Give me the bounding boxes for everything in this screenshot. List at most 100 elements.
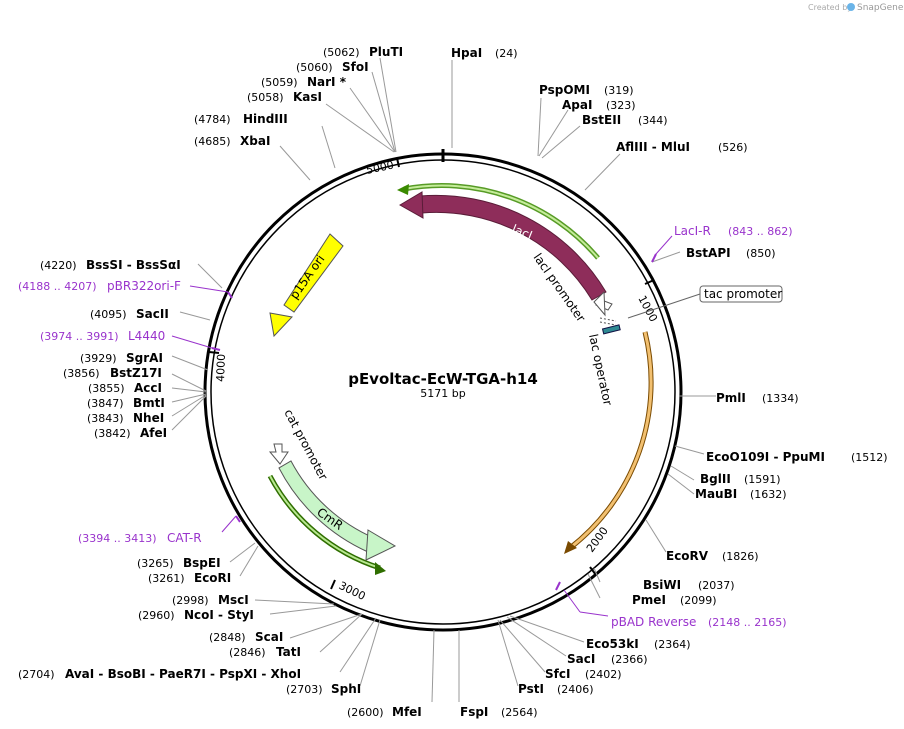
enzyme-AflIII-MluI: AflIII - MluI [616,140,690,154]
enzyme-TatI-pos: (2846) [229,646,266,659]
enzyme-SacI: SacI [567,652,595,666]
enzyme-NheI: NheI [133,411,164,425]
enzyme-EcoO109I-PpuMI: EcoO109I - PpuMI [706,450,825,464]
enzyme-SacI-pos: (2366) [611,653,648,666]
lac-operator-marker [601,324,621,335]
enzyme-MfeI: MfeI [392,705,422,719]
enzyme-NarI-pos: (5059) [261,76,298,89]
enzyme-PspOMI: PspOMI [539,83,590,97]
enzyme-TatI: TatI [276,645,301,659]
enzyme-MscI-pos: (2998) [172,594,209,607]
primer-pBR322ori-F: pBR322ori-F [107,279,181,293]
enzyme-SfoI: SfoI [342,60,369,74]
enzyme-BsiWI: BsiWI [643,578,681,592]
primer-marks [171,235,673,617]
enzyme-BmtI: BmtI [133,396,165,410]
enzyme-PmlI: PmlI [716,391,746,405]
enzyme-PmeI-pos: (2099) [680,594,717,607]
enzyme-PluTI-pos: (5062) [323,46,360,59]
enzyme-ApaI: ApaI [562,98,592,112]
enzyme-AccI: AccI [134,381,162,395]
p15A-ori-feature[interactable] [269,233,344,338]
enzyme-HindIII: HindIII [243,112,288,126]
enzyme-SgrAI: SgrAI [126,351,163,365]
enzyme-PmlI-pos: (1334) [762,392,799,405]
cmr-region-arrowhead [375,562,386,575]
cmr-region-arc-highlight [269,475,381,569]
enzyme-SgrAI-pos: (3929) [80,352,117,365]
primer-pBR322ori-F-pos: (4188 .. 4207) [18,280,97,293]
primer-LacI-R-pos: (843 .. 862) [728,225,793,238]
orange-arc [569,331,653,550]
credit-text: Created by [808,3,852,12]
enzyme-BstEII-pos: (344) [638,114,668,127]
enzyme-BstZ17I-pos: (3856) [63,367,100,380]
enzyme-SacII: SacII [136,307,169,321]
enzyme-MfeI-pos: (2600) [347,706,384,719]
enzyme-SfoI-pos: (5060) [296,61,333,74]
enzyme-BssSI: BssSI - BssSαI [86,258,181,272]
enzyme-NheI-pos: (3843) [87,412,124,425]
enzyme-FspI: FspI [460,705,488,719]
primer-CAT-R: CAT-R [167,531,202,545]
tac-promoter-marker [599,317,617,326]
enzyme-AfeI: AfeI [140,426,167,440]
enzyme-XbaI: XbaI [240,134,270,148]
orange-arrowhead [564,541,577,554]
snapgene-logo: SnapGene [847,3,904,13]
enzyme-PstI-pos: (2406) [557,683,594,696]
enzyme-labels-left: (2600) MfeI (2703) SphI (2704) AvaI - Bs… [18,45,422,719]
enzyme-SfcI: SfcI [545,667,570,681]
primer-L4440: L4440 [128,329,165,343]
plasmid-title: pEvoltac-EcW-TGA-h14 [348,370,538,388]
primer-LacI-R: LacI-R [674,224,711,238]
enzyme-PluTI: PluTI [369,45,403,59]
enzyme-MauBI: MauBI [695,487,737,501]
enzyme-NcoI-StyI: NcoI - StyI [184,608,254,622]
enzyme-BstAPI: BstAPI [686,246,731,260]
lacI-arrowhead [399,191,424,219]
enzyme-KasI-pos: (5058) [247,91,284,104]
enzyme-AflIII-MluI-pos: (526) [718,141,748,154]
enzyme-SfcI-pos: (2402) [585,668,622,681]
enzyme-BssSI-pos: (4220) [40,259,77,272]
enzyme-BspEI: BspEI [183,556,221,570]
enzyme-BstAPI-pos: (850) [746,247,776,260]
credit-brand: SnapGene [857,3,904,13]
enzyme-BstZ17I: BstZ17I [110,366,162,380]
CmR-arrowhead [365,529,397,561]
enzyme-HpaI: HpaI [451,46,482,60]
enzyme-NarI: NarI * [307,75,347,89]
enzyme-EcoRI: EcoRI [194,571,231,585]
enzyme-BglII: BglII [700,472,731,486]
enzyme-HindIII-pos: (4784) [194,113,231,126]
enzyme-labels-right: HpaI (24) PspOMI (319) ApaI (323) BstEII… [451,46,888,719]
enzyme-AvaI-group-pos: (2704) [18,668,55,681]
primer-L4440-pos: (3974 .. 3991) [40,330,119,343]
lacI-promoter-arrow [593,290,613,317]
tick-5000: 5000 [365,158,395,177]
tac-promoter-box: tac promoter [627,285,783,319]
enzyme-EcoO109I-PpuMI-pos: (1512) [851,451,888,464]
primer-labels: LacI-R (843 .. 862) pBAD Reverse (2148 .… [18,224,793,629]
lac-operator-label: lac operator [586,333,615,407]
enzyme-KasI: KasI [293,90,322,104]
plasmid-size: 5171 bp [420,387,465,400]
lacI-region-arrowhead [397,184,409,195]
primer-pBAD-Reverse: pBAD Reverse [611,615,696,629]
lacI-region-arc-highlight [403,184,599,259]
enzyme-BstEII: BstEII [582,113,621,127]
enzyme-ApaI-pos: (323) [606,99,636,112]
lacI-feature[interactable] [419,194,607,301]
primer-pBAD-Reverse-pos: (2148 .. 2165) [708,616,787,629]
enzyme-SphI: SphI [331,682,361,696]
enzyme-FspI-pos: (2564) [501,706,538,719]
enzyme-PspOMI-pos: (319) [604,84,634,97]
enzyme-SacII-pos: (4095) [90,308,127,321]
leader-lines [171,57,716,703]
enzyme-BglII-pos: (1591) [744,473,781,486]
enzyme-EcoRI-pos: (3261) [148,572,185,585]
enzyme-AfeI-pos: (3842) [94,427,131,440]
tick-3000: 3000 [337,579,368,603]
